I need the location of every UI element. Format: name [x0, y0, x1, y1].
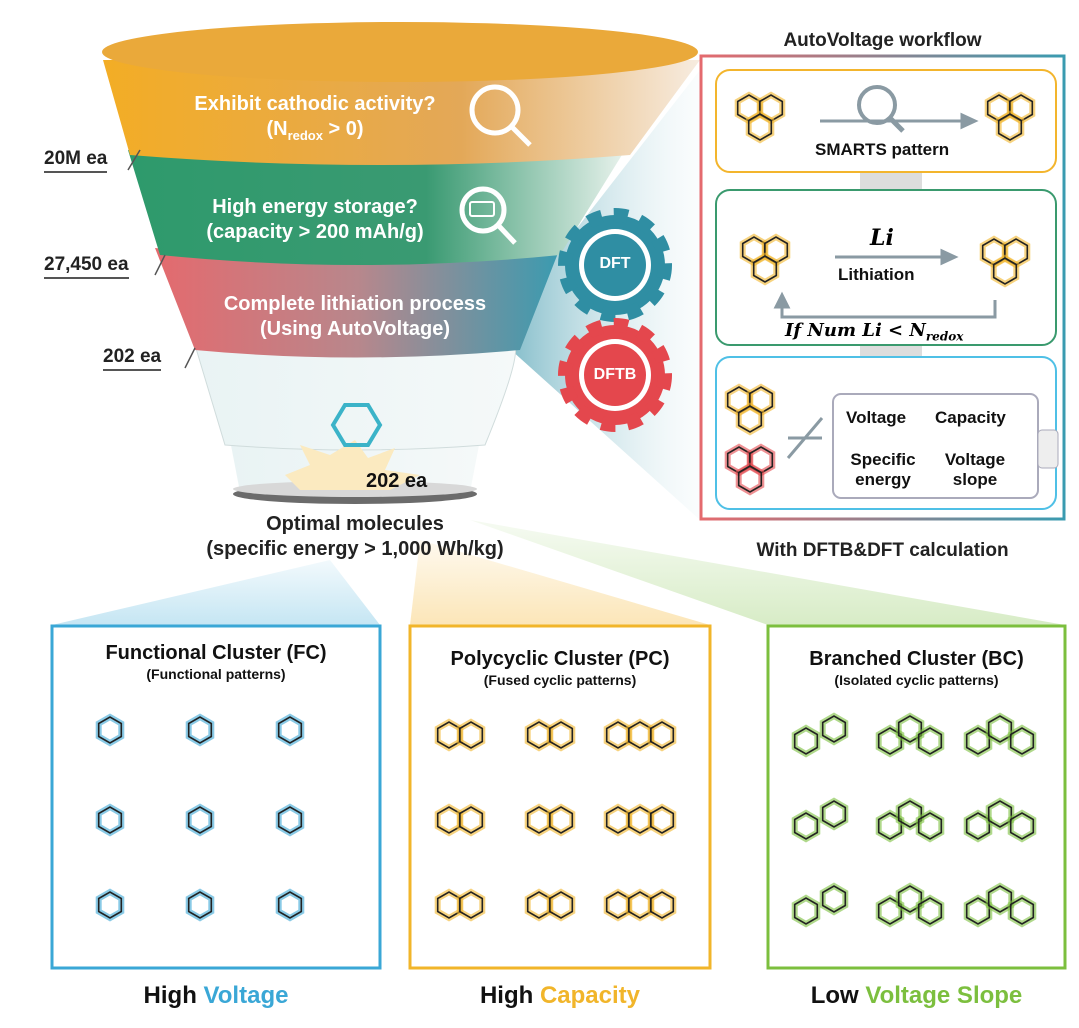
- magnifier-molecule-icon: [469, 84, 532, 147]
- stage2-text: High energy storage?(capacity > 200 mAh/…: [206, 196, 424, 243]
- count-stage3: 202 ea: [103, 346, 162, 371]
- molecule-structure: [275, 888, 305, 922]
- ray-bc: [470, 520, 1065, 625]
- output-voltage-slope: Voltage slope: [944, 450, 1006, 489]
- molecule-structure: [603, 718, 677, 752]
- molecule-structure: [95, 888, 125, 922]
- molecule-structure: [275, 713, 305, 747]
- smarts-magnifier-icon: [857, 85, 905, 133]
- cluster-bc-title: Branched Cluster (BC): [809, 648, 1024, 670]
- molecule-structure: [275, 803, 305, 837]
- workflow-step2: [715, 189, 1057, 346]
- molecule-structure: [603, 888, 677, 922]
- molecule-structure: [434, 803, 486, 837]
- cluster-pc-box: [408, 624, 712, 970]
- cluster-pc-title: Polycyclic Cluster (PC): [450, 648, 670, 670]
- stage1-text: Exhibit cathodic activity? (Nredox > 0): [194, 93, 436, 143]
- loop-condition: If Num Li < Nredox: [785, 320, 964, 344]
- lithiation-label: Lithiation: [838, 265, 915, 284]
- workflow-title: AutoVoltage workflow: [783, 30, 982, 51]
- molecule-structure: [185, 803, 215, 837]
- molecule-structure: [524, 888, 576, 922]
- molecule-structure: [95, 803, 125, 837]
- li-label: Li: [870, 225, 894, 251]
- cluster-bc-subtitle: (Isolated cyclic patterns): [834, 672, 999, 688]
- molecule-structure: [724, 383, 776, 436]
- output-specific-energy: Specific energy: [850, 450, 916, 489]
- molecule-structure: [185, 888, 215, 922]
- smarts-label: SMARTS pattern: [815, 140, 950, 159]
- label-bc: Low Voltage Slope: [810, 982, 1023, 1009]
- molecule-structure: [791, 712, 849, 758]
- cluster-fc-box: [50, 624, 382, 970]
- molecule-structure: [984, 91, 1036, 144]
- molecule-structure: [791, 882, 849, 928]
- count-stage2: 27,450 ea: [44, 254, 129, 279]
- molecule-structure: [434, 888, 486, 922]
- molecule-structure: [185, 713, 215, 747]
- gear-dftb-label: DFTB: [593, 366, 637, 383]
- molecule-structure: [524, 803, 576, 837]
- molecule-structure: [963, 882, 1037, 928]
- molecule-structure: [724, 443, 776, 496]
- molecule-icon: [330, 403, 383, 447]
- molecule-structure: [739, 233, 791, 286]
- workflow-caption: With DFTB&DFT calculation: [756, 540, 1009, 561]
- molecule-structure: [734, 91, 786, 144]
- molecule-structure: [95, 713, 125, 747]
- gear-dft-label: DFT: [599, 255, 631, 272]
- result-count: 202 ea: [366, 470, 428, 492]
- stage3-text: Complete lithiation process(Using AutoVo…: [223, 293, 487, 340]
- molecule-structure: [791, 797, 849, 843]
- workflow-box: [699, 54, 1066, 521]
- molecule-structure: [979, 235, 1031, 288]
- molecule-structure: [875, 882, 945, 928]
- gear-dftb-icon: [558, 318, 672, 432]
- funnel-stage1: [103, 60, 700, 165]
- funnel-stage2: [128, 150, 625, 265]
- cluster-pc-subtitle: (Fused cyclic patterns): [483, 672, 637, 688]
- output-voltage: Voltage: [846, 408, 907, 427]
- funnel-stage3: [155, 248, 560, 358]
- label-fc: High Voltage: [143, 982, 289, 1009]
- label-pc: High Capacity: [479, 982, 641, 1009]
- molecule-structure: [524, 718, 576, 752]
- molecule-structure: [603, 803, 677, 837]
- ray-pc: [410, 540, 710, 625]
- molecule-structure: [875, 712, 945, 758]
- ray-fc: [52, 560, 380, 625]
- funnel-top: [102, 22, 698, 82]
- gear-dft-icon: [558, 208, 672, 322]
- molecule-structure: [963, 797, 1037, 843]
- cluster-fc-subtitle: (Functional patterns): [146, 666, 286, 682]
- result-caption: Optimal molecules(specific energy > 1,00…: [206, 513, 504, 560]
- molecule-structure: [963, 712, 1037, 758]
- output-capacity: Capacity: [935, 408, 1006, 427]
- count-stage1: 20M ea: [44, 148, 108, 173]
- cluster-fc-title: Functional Cluster (FC): [105, 642, 327, 664]
- starburst: [285, 440, 420, 490]
- molecule-structure: [434, 718, 486, 752]
- molecule-structure: [875, 797, 945, 843]
- magnifier-battery-icon: [459, 186, 517, 245]
